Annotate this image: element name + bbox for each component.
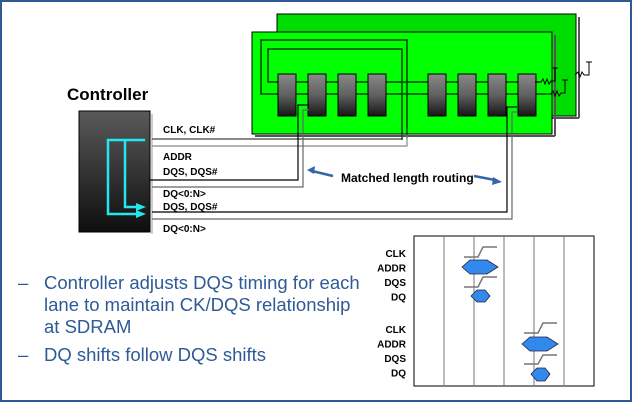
arrow-icon — [136, 203, 146, 211]
sdram-chip — [517, 73, 537, 117]
bullet-text: DQ shifts follow DQS shifts — [44, 344, 267, 365]
sdram-chip — [337, 73, 357, 117]
timing-label-dqs: DQS — [384, 278, 406, 289]
clk-edge — [524, 322, 557, 334]
timing-label-addr: ADDR — [377, 340, 407, 351]
addr-eye — [461, 259, 499, 275]
sdram-chip — [307, 73, 327, 117]
timing-label-dqs: DQS — [384, 354, 406, 365]
termination-resistor-front — [535, 67, 568, 98]
dq-eye — [530, 367, 551, 382]
signal-label-dq-1: DQ<0:N> — [163, 189, 206, 200]
arrow-left-icon — [307, 166, 315, 174]
dqs-edge — [524, 354, 557, 365]
sdram-chip — [427, 73, 447, 117]
sdram-chip — [487, 73, 507, 117]
addr-eye — [521, 336, 559, 352]
dq-eye — [470, 289, 491, 303]
bullet-list: – Controller adjusts DQS timing for each… — [18, 272, 368, 372]
timing-lane-1 — [461, 246, 499, 303]
bullet-item: – DQ shifts follow DQS shifts — [18, 344, 368, 366]
signal-label-clk: CLK, CLK# — [163, 125, 216, 136]
signal-label-dq-2: DQ<0:N> — [163, 224, 206, 235]
clk-edge — [464, 246, 497, 258]
signal-label-dqs-1: DQS, DQS# — [163, 167, 218, 178]
controller-title: Controller — [67, 85, 149, 104]
matched-length-annotation: Matched length routing — [307, 166, 502, 185]
timing-diagram: CLK ADDR DQS DQ CLK ADDR DQS DQ — [377, 235, 595, 387]
timing-label-clk: CLK — [385, 325, 406, 336]
sdram-chip — [277, 73, 297, 117]
signal-label-addr: ADDR — [163, 152, 193, 163]
timing-lane-2 — [521, 322, 559, 382]
arrow-icon — [136, 210, 146, 218]
timing-label-addr: ADDR — [377, 264, 407, 275]
sdram-chips — [277, 73, 537, 117]
signal-label-dqs-2: DQS, DQS# — [163, 202, 218, 213]
controller-timing-path — [106, 138, 145, 216]
dqs-edge — [464, 276, 497, 288]
timing-label-clk: CLK — [385, 249, 406, 260]
arrow-right-icon — [492, 177, 502, 185]
sdram-chip — [457, 73, 477, 117]
termination-resistor-back — [574, 61, 592, 79]
sdram-chip — [367, 73, 387, 117]
timing-label-dq: DQ — [391, 293, 406, 304]
bullet-dash: – — [18, 344, 29, 365]
bullet-item: – Controller adjusts DQS timing for each… — [18, 272, 368, 338]
bullet-text: Controller adjusts DQS timing for each l… — [44, 272, 360, 337]
bullet-dash: – — [18, 272, 29, 293]
timing-label-dq: DQ — [391, 369, 406, 380]
matched-length-label: Matched length routing — [341, 171, 474, 185]
